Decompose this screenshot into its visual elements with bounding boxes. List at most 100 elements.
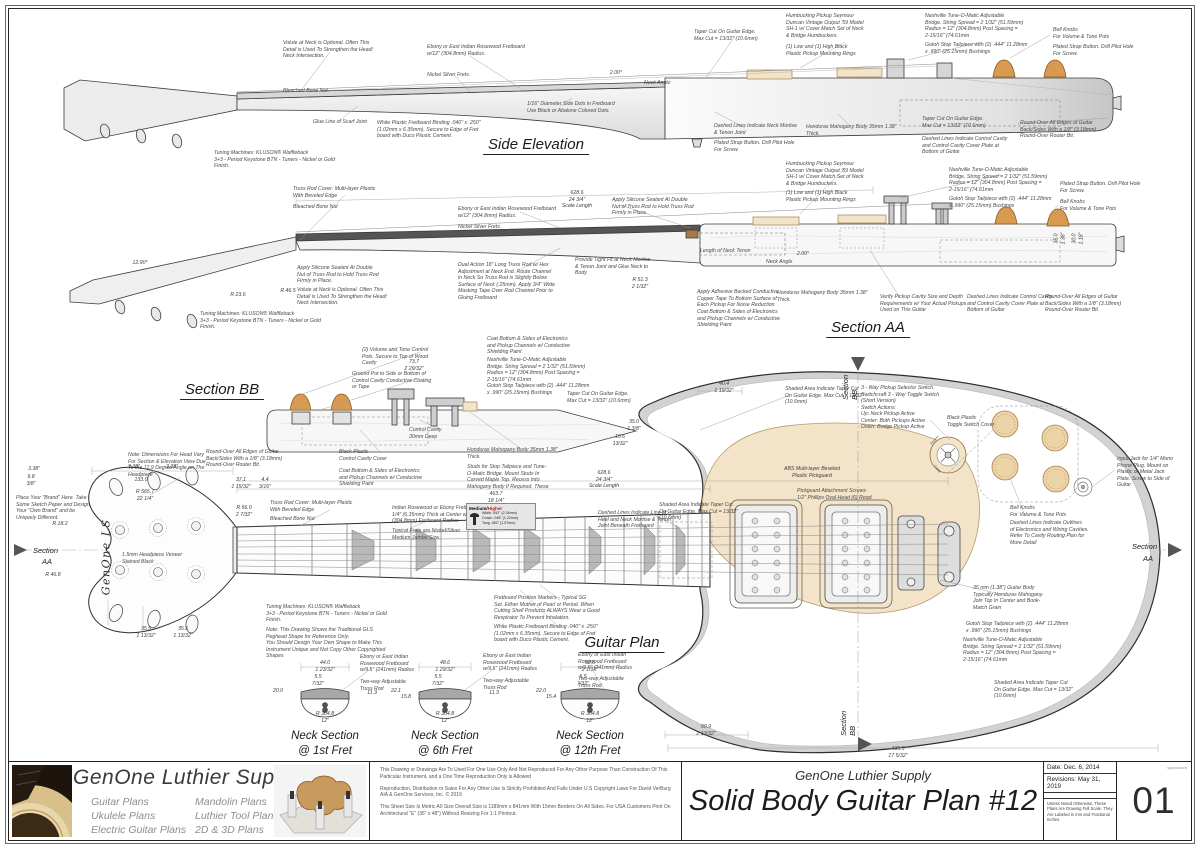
photo-guitar-closeup: [12, 765, 72, 837]
headstock-brand-text: GenOne LS: [99, 518, 113, 596]
dimension-label: ABS Multi-layer Beveled Plastic Pickguar…: [784, 466, 840, 479]
annotation-label: Coat Bottom & Sides of Electronics and P…: [697, 309, 781, 328]
dimension-label: 628.6 24 3/4" Scale Length: [588, 470, 620, 489]
bell-knob: [992, 59, 1016, 78]
annotation-label: Volute at Neck is Optional. Often This D…: [283, 40, 373, 59]
section-marker-label: Section: [33, 546, 59, 555]
plan-title: Solid Body Guitar Plan #12: [688, 785, 1038, 817]
tuner-button: [171, 133, 183, 149]
annotation-label: 35 mm (1.38") Guitar Body Typically Hond…: [973, 585, 1044, 611]
annotation-label: Ebony or East Indian Rosewood Fretboard …: [360, 654, 415, 673]
dimension-label: R 565.7 22 1/4": [135, 489, 155, 502]
fret-wire-icon: [470, 513, 479, 525]
annotation-label: Bleached Bone Nut: [293, 204, 338, 210]
tuner-button: [186, 313, 198, 329]
pot-body: [291, 411, 311, 425]
tuner-posts: [115, 521, 201, 579]
view-title-neck-section: Neck Section @ 6th Fret: [411, 730, 479, 757]
annotation-label: Honduras Mahogany Body 35mm 1.38" Thick.: [806, 124, 897, 137]
dimension-label: 11.3: [489, 690, 499, 696]
dimension-label: 12.90°: [132, 260, 148, 266]
annotation-label: Apply Silicone Sealant At Double Nut of …: [612, 197, 694, 216]
tuner-button: [99, 123, 111, 139]
annotation-label: Black Plastic Control Cavity Cover: [339, 449, 387, 462]
truss-access: [685, 229, 699, 239]
annotation-label: Nashville Tune-O-Matic Adjustable Bridge…: [925, 13, 1024, 39]
tuner-gears: [111, 517, 205, 583]
annotation-label: Nickel Silver Frets.: [427, 72, 471, 78]
annotation-label: Plated Strap Button. Drill Pilot Hole Fo…: [714, 140, 795, 153]
annotation-label: Glue Line of Scarf Joint: [313, 119, 367, 125]
body-section-bb: [266, 409, 638, 453]
annotation-label: Control Cavity 30mm Deep: [409, 427, 442, 440]
dimension-label: 40.4 1 19/32": [714, 381, 734, 394]
annotation-label: Apply Adhesive Backed Conductive Copper …: [697, 289, 779, 308]
annotation-label: Two-way Adjustable Truss Rod: [578, 676, 624, 689]
category-item: Mandolin Plans: [195, 796, 267, 808]
tailpiece-bb: [425, 397, 465, 407]
view-title-side-elevation: Side Elevation: [483, 136, 589, 155]
annotation-label: Gotoh Stop Tailpiece with (2) .444" 11.2…: [949, 196, 1052, 209]
neck-section-12th: [560, 663, 620, 720]
annotation-label: 1.5mm Headpiece Veneer Stained Black: [122, 552, 183, 565]
guitar-plan-view: [14, 357, 1182, 754]
view-title-neck-section: Neck Section @ 12th Fret: [556, 730, 624, 757]
annotation-label: Plated Strap Button. Drill Pilot Hole Fo…: [1053, 44, 1134, 57]
tuner-button: [185, 614, 199, 634]
disclaimer-paragraph: Reproduction, Distribution or Sales For …: [380, 785, 671, 799]
dimension-label: 22.1: [390, 688, 402, 694]
neck-pickup-top: [752, 216, 800, 226]
view-title-neck-section: Neck Section @ 1st Fret: [291, 730, 359, 757]
pot-body: [332, 411, 352, 425]
title-block-number-cell: sgstandard 01: [1116, 762, 1191, 840]
annotation-label: Round-Over All Edges of Guitar Back/Side…: [1045, 294, 1122, 313]
dimension-label: 4.4 3/16": [259, 477, 271, 490]
dimension-lines: [91, 387, 1159, 752]
annotation-label: Honduras Mahogany Body 35mm 1.38" Thick.: [777, 290, 868, 303]
category-item: Guitar Plans: [91, 796, 149, 808]
neck-side: [236, 86, 666, 140]
dimension-label: 463.7 18 1/4": [487, 491, 505, 504]
pickup-cavity-dashed: [754, 227, 798, 249]
dimension-label: 44.0 1 23/32": [315, 660, 335, 673]
supply-line: GenOne Luthier Supply: [795, 768, 931, 783]
dimension-label: 10.6 13/32": [612, 434, 628, 447]
dimension-label: 5.5 7/32": [577, 674, 589, 687]
technical-drawing: [14, 34, 1182, 754]
annotation-label: White Plastic Fretboard Binding .040" x …: [494, 624, 598, 643]
fret-spec-row: Crown .048" (1.22mm): [482, 516, 519, 521]
date-field: Date: Dec. 6, 2014: [1044, 762, 1117, 774]
dimension-label: 37.1 1 15/32": [231, 477, 251, 490]
section-marker-triangles: [14, 357, 1182, 751]
dimension-label: R 51.3 2 1/32": [631, 277, 649, 290]
title-block-info-cell: Date: Dec. 6, 2014 Revisions: May 31, 20…: [1043, 762, 1117, 840]
dimension-label: R 18.2: [52, 521, 68, 527]
neck-sections: [300, 663, 620, 720]
dimension-label: 9.8 3/8": [26, 474, 36, 487]
annotation-label: Truss Rod Cover: Multi-layer Plastic Wit…: [270, 500, 353, 513]
headstock-plan: [88, 466, 237, 634]
annotation-label: Neck Angle: [644, 80, 671, 86]
dimension-label: R 23.6: [230, 292, 246, 298]
annotation-label: Nickel Silver Frets.: [458, 224, 502, 230]
category-item: 2D & 3D Plans: [195, 824, 264, 836]
title-block-brand-cell: GenOne Luthier Supplies Guitar Plans Uku…: [9, 762, 369, 840]
neck-pocket-dashed: [659, 521, 713, 579]
annotation-label: Apply Silicone Sealant At Double Nut of …: [297, 265, 379, 284]
annotation-label: Gotoh Stop Tailpiece with (2) .444" 11.2…: [966, 621, 1069, 634]
bell-knob: [1043, 59, 1067, 78]
blank-row: [1044, 793, 1117, 799]
strap-button: [1115, 235, 1125, 253]
dimension-label: 3.38": [28, 466, 40, 472]
annotation-label: Honduras Mahogany Body 35mm 1.38" Thick.: [467, 447, 558, 460]
tuner-button: [147, 609, 161, 629]
dimension-label: 35.0 1 3/8": [627, 419, 641, 432]
annotation-label: Input Jack for 1/4" Mono Phone Plug. Mou…: [1117, 456, 1174, 488]
annotation-label: Studs for Stop Tailpiece and Tune- O-Mat…: [467, 464, 549, 490]
annotation-label: Humbucking Pickup Seymour Duncan Vintage…: [786, 161, 864, 187]
section-marker-label: AA: [1143, 554, 1154, 563]
annotation-label: Taper Cut On Guitar Edge. Max Cut = 13/3…: [567, 391, 631, 404]
tailpiece-side: [936, 62, 953, 79]
annotation-label: Coat Bottom & Sides of Electronics and P…: [487, 336, 571, 355]
dimension-label: 35.5 1 13/32": [173, 626, 193, 639]
